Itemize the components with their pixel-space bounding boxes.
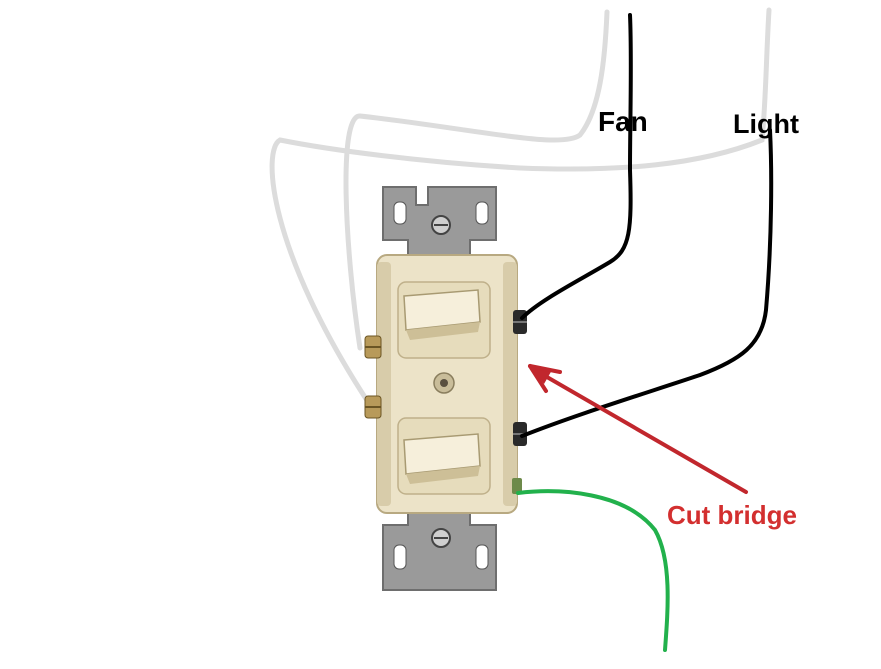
light-label: Light [733,109,799,139]
mounting-strap [382,186,497,591]
white-wire-light-loop [269,7,772,408]
white-wire-top-loop [343,9,610,351]
switch-housing-left-edge [377,262,391,506]
top-toggle [397,281,491,359]
duplex-switch-body [364,254,527,514]
strap-top-slot-left [393,201,407,225]
strap-bottom-slot-right [475,544,489,570]
light-wire [520,128,774,438]
strap-top-slot-right [475,201,489,225]
cut-bridge-label: Cut bridge [667,500,797,530]
bottom-toggle [397,417,491,495]
ground-wire [516,489,670,652]
switch-housing-right-edge [503,262,517,506]
left-terminal-screw-bottom-icon [364,395,382,419]
ground-screw-icon [512,478,522,494]
cut-bridge-arrow [528,364,748,494]
arrow-shaft [538,371,748,494]
fan-label: Fan [598,106,648,137]
strap-bottom-slot-left [393,544,407,570]
left-terminal-screw-top-icon [364,335,382,359]
white-wires [269,7,772,408]
fan-wire [520,13,633,320]
